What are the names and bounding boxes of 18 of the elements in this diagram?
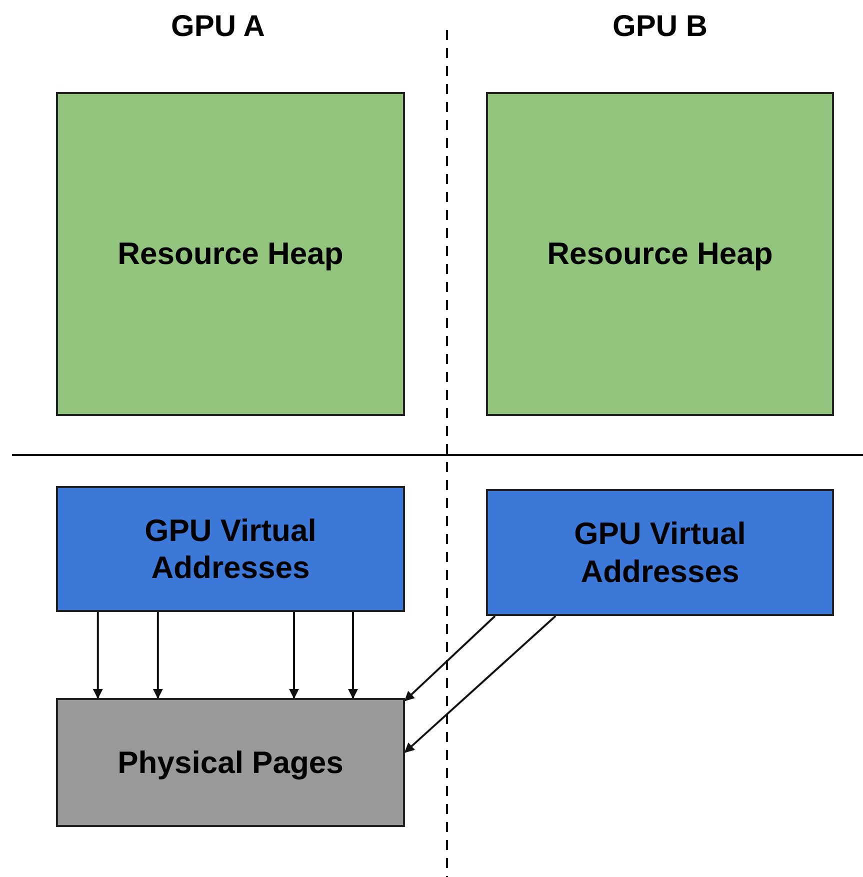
box-label: Physical Pages <box>116 744 344 782</box>
arrow <box>152 612 163 699</box>
box-label: Resource Heap <box>546 235 774 273</box>
address-box <box>486 489 834 616</box>
column-heading: GPU A <box>171 10 265 44</box>
address-box <box>56 486 405 612</box>
column-heading: GPU B <box>612 10 708 44</box>
arrow <box>404 615 496 702</box>
arrow <box>404 615 556 753</box>
heap-box <box>56 92 405 416</box>
arrow <box>348 612 358 699</box>
pages-box <box>56 698 405 827</box>
box-label: GPU Virtual Addresses <box>573 515 747 590</box>
box-label: GPU Virtual Addresses <box>144 512 318 586</box>
box-label: Resource Heap <box>116 235 344 273</box>
arrow <box>289 612 300 699</box>
heap-box <box>486 92 834 416</box>
arrow <box>92 612 103 699</box>
